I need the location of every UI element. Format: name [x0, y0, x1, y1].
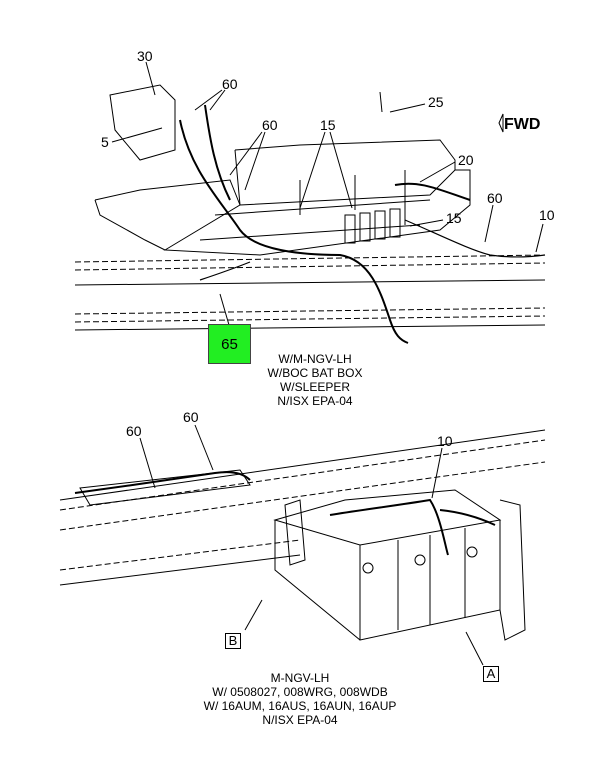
caption-bottom-line: M-NGV-LH — [270, 671, 330, 685]
callout-20: 20 — [458, 152, 474, 168]
callout-10-b: 10 — [437, 433, 453, 449]
callout-10-a: 10 — [539, 207, 555, 223]
caption-top-line: W/BOC BAT BOX — [267, 366, 363, 380]
callout-60-d: 60 — [126, 423, 142, 439]
frame-rail-bottom — [59, 429, 546, 586]
caption-bottom: M-NGV-LH W/ 0508027, 008WRG, 008WDB W/ 1… — [180, 671, 420, 727]
frame-rail-top — [74, 254, 546, 331]
part-65-hotspot[interactable]: 65 — [208, 324, 251, 364]
callout-60-e: 60 — [183, 409, 199, 425]
caption-top: W/M-NGV-LH W/BOC BAT BOX W/SLEEPER N/ISX… — [240, 352, 390, 408]
harness-bottom — [74, 471, 496, 556]
view-a-label: A — [483, 666, 499, 682]
fwd-arrow-icon — [498, 113, 504, 133]
callout-5: 5 — [101, 134, 109, 150]
callout-25: 25 — [428, 94, 444, 110]
callout-60-b: 60 — [262, 117, 278, 133]
fwd-label: FWD — [504, 116, 540, 133]
battery-box-top — [94, 84, 471, 256]
caption-bottom-line: N/ISX EPA-04 — [262, 713, 338, 727]
caption-top-line: N/ISX EPA-04 — [277, 394, 353, 408]
callout-15-b: 15 — [446, 210, 462, 226]
callout-15-a: 15 — [320, 117, 336, 133]
caption-bottom-line: W/ 16AUM, 16AUS, 16AUN, 16AUP — [203, 699, 397, 713]
caption-bottom-line: W/ 0508027, 008WRG, 008WDB — [212, 685, 388, 699]
caption-top-line: W/M-NGV-LH — [278, 352, 352, 366]
callout-60-c: 60 — [487, 190, 503, 206]
harness-top — [179, 104, 546, 344]
caption-top-line: W/SLEEPER — [279, 380, 351, 394]
callout-60-a: 60 — [222, 76, 238, 92]
battery-box-bottom — [273, 489, 526, 641]
view-b-label: B — [225, 633, 241, 649]
callout-30: 30 — [137, 48, 153, 64]
